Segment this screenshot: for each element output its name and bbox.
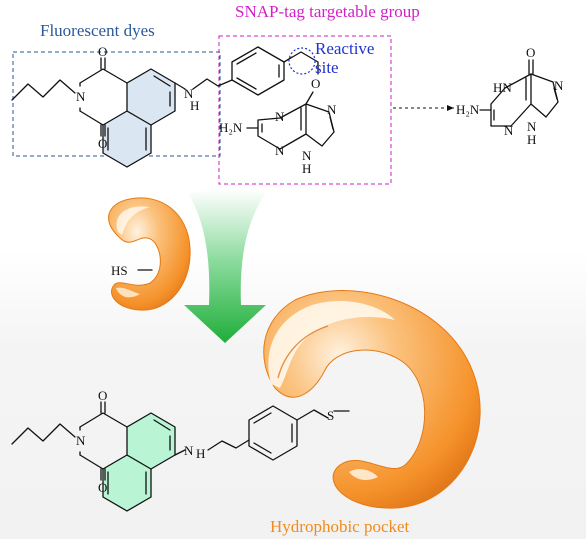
top-amine-n: N	[184, 86, 194, 101]
snap-tag-label: SNAP-tag targetable group	[235, 2, 420, 21]
ether-o: O	[311, 76, 320, 91]
bottom-ring-fill-b	[103, 455, 151, 511]
reactive-site-circle	[288, 47, 316, 75]
right-guanine-n9-h: H	[527, 132, 536, 147]
snap-tag-box	[218, 35, 392, 185]
top-ring-fill-b	[103, 111, 151, 167]
top-imide-n: N	[76, 89, 86, 104]
bottom-benzyl: S	[248, 405, 350, 461]
thioether-s: S	[327, 408, 334, 423]
right-guanine-n7: N	[554, 78, 564, 93]
bottom-amine-n: N	[184, 443, 194, 458]
reaction-arrow	[184, 189, 266, 343]
right-guanine-o: O	[526, 45, 535, 60]
top-guanine-n7: N	[327, 102, 337, 117]
bottom-ring-fill-a	[127, 413, 175, 469]
top-guanine-n9: N	[302, 148, 312, 163]
top-guanine: N N N N H H₂N	[219, 91, 337, 176]
bottom-carbonyl-o2: O	[98, 480, 107, 495]
right-guanine-n9: N	[527, 119, 537, 134]
bottom-naphthalimide: O O N N H	[11, 388, 250, 512]
top-carbonyl-o2: O	[98, 136, 107, 151]
top-ring-fill-a	[127, 69, 175, 125]
large-snap-protein	[263, 289, 481, 509]
top-guanine-n1: N	[275, 109, 285, 124]
right-guanine-n3: N	[504, 123, 514, 138]
top-guanine-n9-h: H	[302, 161, 311, 176]
top-amine-h: H	[190, 98, 199, 113]
right-guanine-h2n: H₂N	[456, 102, 480, 117]
right-guanine-hn: HN	[493, 80, 512, 95]
thiol-hs: HS	[111, 263, 128, 278]
bottom-carbonyl-o1: O	[98, 388, 107, 403]
bottom-amine-h: H	[196, 446, 205, 461]
small-snap-protein: HS	[108, 197, 191, 311]
fluorescent-dyes-label: Fluorescent dyes	[40, 21, 155, 40]
top-carbonyl-o1: O	[98, 44, 107, 59]
reactive-label-line2: site	[315, 58, 339, 77]
top-benzyl	[231, 46, 319, 96]
top-guanine-n3: N	[275, 143, 285, 158]
top-naphthalimide: O O N N H	[11, 44, 233, 168]
right-guanine: O HN N N N H H₂N	[456, 45, 564, 147]
top-guanine-h2n: H₂N	[219, 120, 243, 135]
bottom-imide-n: N	[76, 433, 86, 448]
reactive-label-line1: Reactive	[315, 39, 374, 58]
hydrophobic-pocket-label: Hydrophobic pocket	[270, 517, 410, 536]
